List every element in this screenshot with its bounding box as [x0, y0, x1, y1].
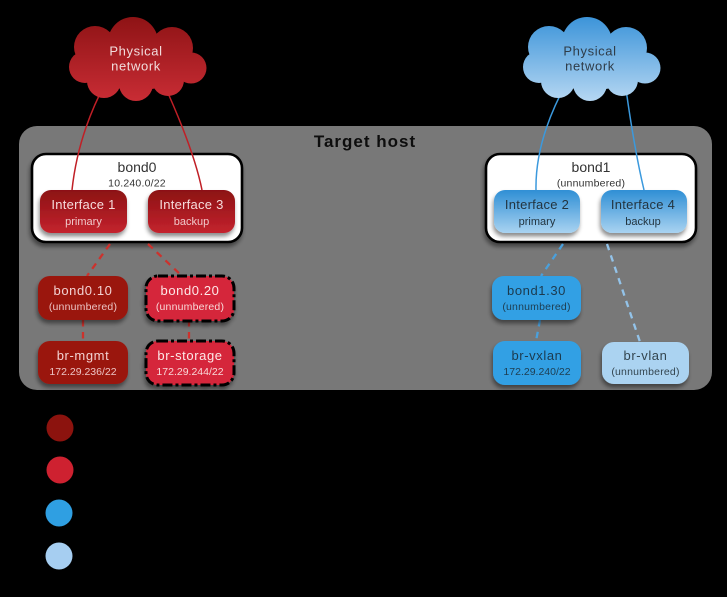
svg-text:172.29.240/22: 172.29.240/22 — [503, 366, 570, 378]
svg-text:primary: primary — [65, 216, 102, 228]
svg-text:(unnumbered): (unnumbered) — [557, 178, 625, 190]
svg-text:10.240.0/22: 10.240.0/22 — [108, 178, 166, 190]
svg-text:172.29.244/22: 172.29.244/22 — [156, 366, 223, 378]
svg-text:(unnumbered): (unnumbered) — [611, 366, 679, 378]
svg-text:br-vxlan: br-vxlan — [511, 348, 562, 363]
svg-text:br-storage: br-storage — [157, 348, 222, 363]
svg-text:Physical: Physical — [109, 44, 162, 59]
svg-text:Physical: Physical — [563, 44, 616, 59]
svg-text:172.29.236/22: 172.29.236/22 — [49, 366, 116, 378]
svg-text:backup: backup — [174, 216, 209, 228]
svg-text:Interface 2: Interface 2 — [505, 197, 569, 212]
svg-text:bond0.20: bond0.20 — [160, 283, 219, 298]
svg-text:bond0.10: bond0.10 — [53, 283, 112, 298]
svg-text:network: network — [111, 59, 161, 74]
svg-text:(unnumbered): (unnumbered) — [49, 301, 117, 313]
svg-text:bond0: bond0 — [118, 159, 157, 175]
svg-text:br-mgmt: br-mgmt — [57, 348, 110, 363]
svg-text:br-vlan: br-vlan — [624, 348, 668, 363]
svg-text:Interface 4: Interface 4 — [611, 197, 675, 212]
svg-text:network: network — [565, 59, 615, 74]
svg-text:backup: backup — [625, 216, 660, 228]
svg-text:bond1.30: bond1.30 — [507, 283, 566, 298]
svg-text:(unnumbered): (unnumbered) — [156, 301, 224, 313]
svg-text:Target host: Target host — [314, 132, 416, 151]
svg-text:bond1: bond1 — [572, 159, 611, 175]
svg-text:Interface 1: Interface 1 — [51, 197, 115, 212]
svg-text:Interface 3: Interface 3 — [159, 197, 223, 212]
svg-text:primary: primary — [519, 216, 556, 228]
svg-text:(unnumbered): (unnumbered) — [502, 301, 570, 313]
